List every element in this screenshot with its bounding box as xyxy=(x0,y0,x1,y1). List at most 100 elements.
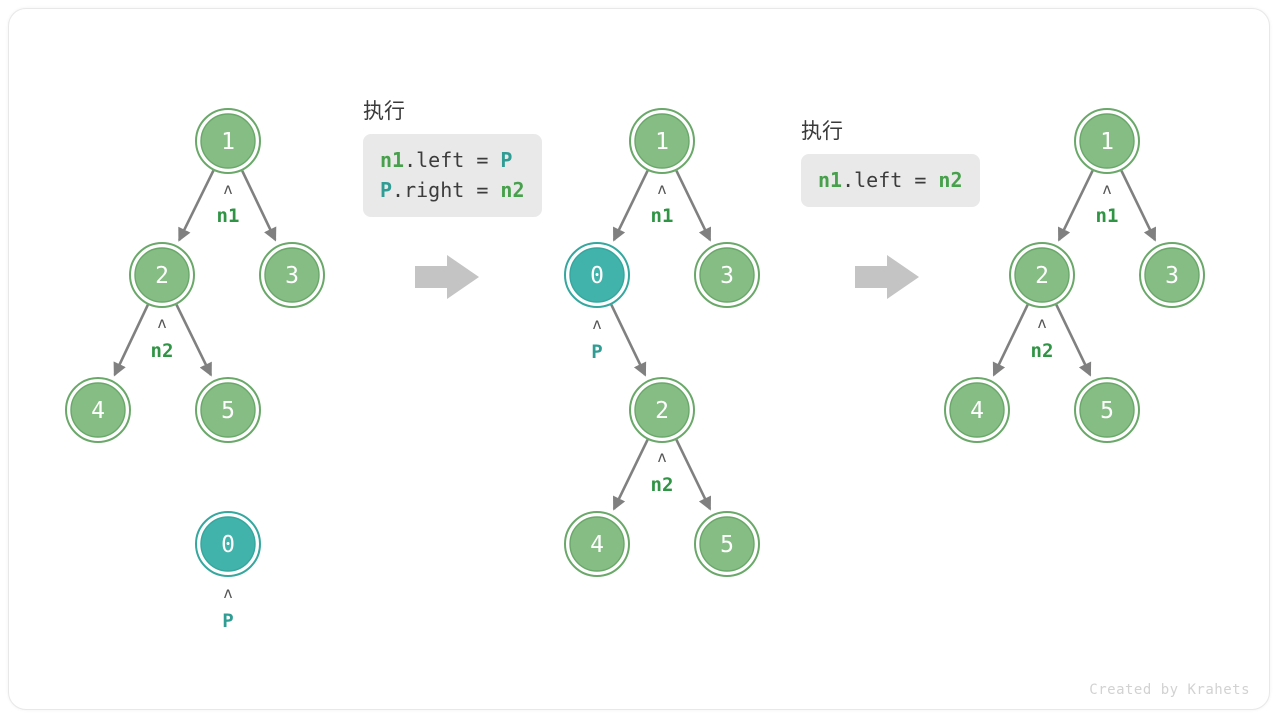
tree-node[interactable]: 0 xyxy=(564,242,630,308)
step-title: 执行 xyxy=(363,100,405,123)
pointer-label: P xyxy=(222,610,233,632)
tree-node[interactable]: 2 xyxy=(129,242,195,308)
tree-edges xyxy=(113,170,277,377)
node-circle xyxy=(699,247,755,303)
node-value: 3 xyxy=(285,263,299,289)
node-circle xyxy=(1144,247,1200,303)
node-circle xyxy=(569,516,625,572)
node-circle xyxy=(200,382,256,438)
tree-edge xyxy=(1055,304,1092,377)
node-value: 5 xyxy=(221,398,235,424)
tree-edge xyxy=(178,170,215,242)
tree-edge xyxy=(612,439,649,511)
node-outer-ring xyxy=(694,242,760,308)
pointer-caret-icon: ʌ xyxy=(157,314,166,332)
tree-node[interactable]: 5 xyxy=(694,511,760,577)
node-value: 4 xyxy=(590,532,604,558)
pointer-label: n2 xyxy=(651,474,674,496)
pointer-caret-icon: ʌ xyxy=(223,584,232,602)
node-value: 5 xyxy=(1100,398,1114,424)
node-outer-ring xyxy=(564,242,630,308)
tree-edges xyxy=(992,170,1157,377)
pointer-label: n1 xyxy=(217,205,240,227)
tree-after: 1 ʌ n1 2 ʌ n2 3 4 5 xyxy=(944,108,1205,443)
code-token: n2 xyxy=(500,178,525,202)
node-outer-ring xyxy=(564,511,630,577)
pointer-caret-icon: ʌ xyxy=(1037,314,1046,332)
code-token: P xyxy=(380,178,393,202)
pointer-label: n2 xyxy=(1031,340,1054,362)
transition-arrow-2 xyxy=(855,255,919,299)
tree-node[interactable]: 5 xyxy=(1074,377,1140,443)
node-outer-ring xyxy=(1074,377,1140,443)
code-line: n1.left = n2 xyxy=(818,165,963,195)
tree-edge xyxy=(992,304,1029,377)
node-circle xyxy=(569,247,625,303)
node-value: 0 xyxy=(590,263,604,289)
node-circle xyxy=(634,382,690,438)
node-circle xyxy=(200,516,256,572)
node-outer-ring xyxy=(629,377,695,443)
node-value: 3 xyxy=(720,263,734,289)
node-value: 2 xyxy=(1035,263,1049,289)
node-outer-ring xyxy=(259,242,325,308)
tree-node[interactable]: 3 xyxy=(1139,242,1205,308)
node-circle xyxy=(264,247,320,303)
code-line: n1.left = P xyxy=(380,145,525,175)
node-outer-ring xyxy=(694,511,760,577)
node-outer-ring xyxy=(129,242,195,308)
tree-node[interactable]: 1 xyxy=(195,108,261,174)
code-box: n1.left = n2 xyxy=(801,154,980,207)
tree-node[interactable]: 5 xyxy=(195,377,261,443)
tree-node[interactable]: 3 xyxy=(259,242,325,308)
node-outer-ring xyxy=(195,511,261,577)
node-outer-ring xyxy=(195,377,261,443)
tree-node[interactable]: 1 xyxy=(629,108,695,174)
node-outer-ring xyxy=(195,108,261,174)
node-value: 2 xyxy=(655,398,669,424)
node-outer-ring xyxy=(65,377,131,443)
node-value: 0 xyxy=(221,532,235,558)
watermark-credit: Created by Krahets xyxy=(1089,682,1250,698)
node-outer-ring xyxy=(944,377,1010,443)
tree-node[interactable]: 4 xyxy=(65,377,131,443)
tree-node[interactable]: 1 xyxy=(1074,108,1140,174)
node-value: 3 xyxy=(1165,263,1179,289)
tree-node[interactable]: 3 xyxy=(694,242,760,308)
node-value: 1 xyxy=(221,129,235,155)
node-circle xyxy=(634,113,690,169)
node-value: 5 xyxy=(720,532,734,558)
code-token: .right = xyxy=(392,178,501,202)
node-circle xyxy=(949,382,1005,438)
pointer-caret-icon: ʌ xyxy=(223,180,232,198)
step-title: 执行 xyxy=(801,120,843,143)
node-outer-ring xyxy=(1139,242,1205,308)
pointer-label: P xyxy=(591,341,602,363)
code-line: P.right = n2 xyxy=(380,175,525,205)
code-token: P xyxy=(500,148,513,172)
tree-edge xyxy=(1120,170,1157,242)
tree-edge xyxy=(175,304,213,377)
tree-node[interactable]: 4 xyxy=(564,511,630,577)
pointer-caret-icon: ʌ xyxy=(1102,180,1111,198)
tree-node[interactable]: 2 xyxy=(1009,242,1075,308)
node-value: 4 xyxy=(970,398,984,424)
node-value: 2 xyxy=(155,263,169,289)
tree-edge xyxy=(612,170,649,242)
pointer-label: n1 xyxy=(1096,205,1119,227)
tree-node[interactable]: 4 xyxy=(944,377,1010,443)
tree-edge xyxy=(675,170,712,242)
tree-edge xyxy=(241,170,277,242)
node-circle xyxy=(699,516,755,572)
code-token: n1 xyxy=(818,168,843,192)
node-circle xyxy=(200,113,256,169)
step-2: 执行 n1.left = n2 xyxy=(801,119,980,207)
tree-edge xyxy=(675,439,712,511)
tree-node[interactable]: 0 xyxy=(195,511,261,577)
tree-node[interactable]: 2 xyxy=(629,377,695,443)
code-token: n2 xyxy=(938,168,963,192)
node-circle xyxy=(1079,382,1135,438)
